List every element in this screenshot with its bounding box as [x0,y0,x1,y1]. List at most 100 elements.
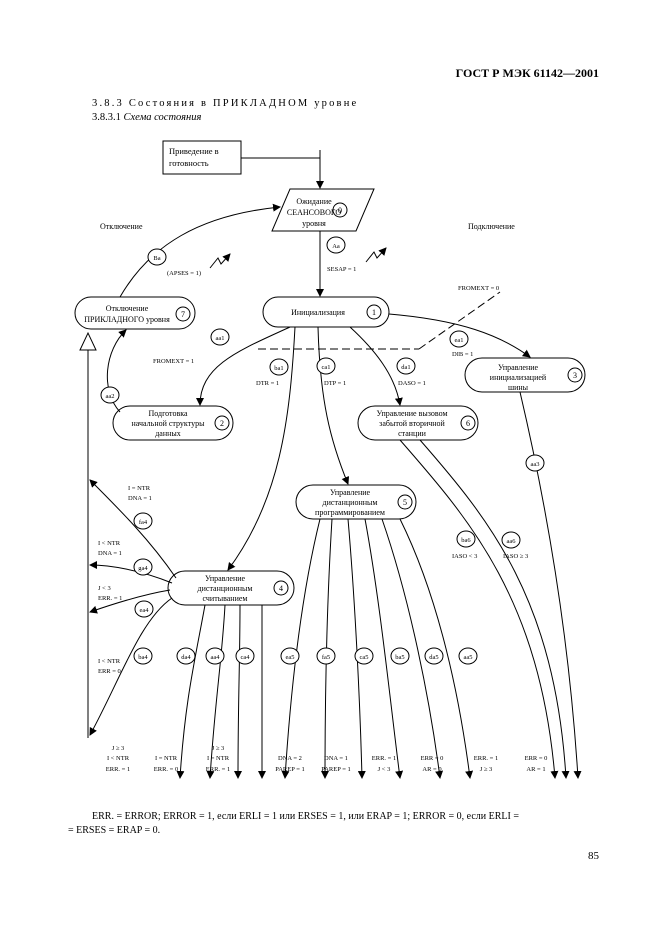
cond-sesap: SESAP = 1 [327,266,356,273]
bottom-cond-4-1: DNA = 2 [278,755,302,762]
transition-aa3-circle [525,454,545,472]
transition-da5: da5 [429,654,438,661]
state-0-num-circle [332,202,348,218]
start-box-line1: Приведение в [169,146,219,156]
bottom-cond-4-2: PAREP = 1 [275,766,305,773]
bottom-cond-8-1: ERR. = 1 [474,755,498,762]
state-4-label-1: Управление [205,574,246,583]
state-6-box [357,405,479,441]
state-2-label-1: Подготовка [148,409,188,418]
transition-ca4: ca4 [240,654,250,661]
bottom-cond-5-1: DNA = 1 [324,755,348,762]
bottom-cond-3-1: J ≥ 3 [212,745,225,752]
cond-iaso-lt: IASO < 3 [452,553,477,560]
connect-label: Подключение [468,222,515,231]
transition-ba5-circle [390,647,410,665]
transition-ga4: ga4 [138,565,148,572]
state-5-label-1: Управление [330,488,371,497]
state-5-box [295,484,417,520]
state-2-num-circle [214,415,230,431]
state-3-num-circle [567,367,583,383]
transition-aa2-circle [100,386,120,404]
bottom-cond-3-2: I = NTR [207,755,230,762]
bottom-cond-9-1: ERR = 0 [525,755,548,762]
transition-aa2: aa2 [105,393,114,400]
state-1-box [262,296,390,328]
transition-da1: da1 [401,364,410,371]
disconnect-label: Отключение [100,222,143,231]
state-0-box [271,188,375,232]
cond-daso: DASO = 1 [398,380,426,387]
state-2-label-3: данных [155,429,181,438]
bottom-cond-9-2: AR = 1 [526,766,545,773]
cond-fa4-2: DNA = 1 [128,495,152,502]
transition-aa3: aa3 [530,461,539,468]
cond-fromext0: FROMEXT = 0 [458,285,499,292]
state-1-num: 1 [372,308,376,317]
bottom-cond-7-1: ERR = 0 [421,755,444,762]
state-1-label-1: Инициализация [291,308,345,317]
state-4-label-3: считыванием [203,594,248,603]
state-3-label-1: Управление [498,363,539,372]
cond-dtr: DTR = 1 [256,380,279,387]
transition-ea4-circle [134,600,154,618]
transition-da5-circle [424,647,444,665]
bottom-cond-7-2: AR = 0 [422,766,441,773]
state-7-label-1: Отключение [106,304,149,313]
transition-ca5: ca5 [359,654,368,661]
state-6-num: 6 [466,419,470,428]
section-subtitle: 3.8.3.1 Схема состояния [92,112,201,123]
state-3-label-3: шины [508,383,529,392]
state-0-num: 0 [338,206,342,215]
state-0-label-2: СЕАНСОВОГО [287,208,341,217]
transition-aa1-circle [210,328,230,346]
footnote-line-1: ERR. = ERROR; ERROR = 1, если ERLI = 1 и… [92,811,519,822]
footnote-line-2: = ERSES = ERAP = 0. [68,825,161,836]
state-4-label-2: дистанционным [198,584,253,593]
bottom-cond-1-1: J ≥ 3 [112,745,125,752]
state-4-box [167,570,295,606]
state-2-label-2: начальной структуры [132,419,206,428]
state-5-label-3: программированием [315,508,385,517]
cond-ga4-2: DNA = 1 [98,550,122,557]
transition-da4: da4 [181,654,191,661]
bottom-cond-8-2: J ≥ 3 [480,766,493,773]
transition-ba4-circle [133,647,153,665]
transition-ea4: ea4 [139,607,149,614]
transition-da1-circle [396,357,416,375]
bottom-cond-6-2: J < 3 [378,766,391,773]
transition-fa5: fa5 [322,654,330,661]
state-7-num: 7 [181,310,185,319]
transition-aa4-circle [205,647,225,665]
subtitle-number: 3.8.3.1 [92,112,121,123]
transition-fa4: fa4 [139,519,148,526]
transition-ba6: ba6 [461,537,471,544]
transition-Aa: Aa [332,243,340,250]
bottom-cond-2-1: I = NTR [155,755,178,762]
transition-ba5: ba5 [395,654,404,661]
cond-dtp: DTP = 1 [324,380,346,387]
state-7-box [74,296,196,330]
transition-Ba: Ba [153,255,160,262]
state-3-num: 3 [573,371,577,380]
state-4-num-circle [273,580,289,596]
section-title: 3.8.3 Состояния в ПРИКЛАДНОМ уровне [92,98,359,109]
transition-fa4-circle [133,512,153,530]
cond-iaso-ge: IASO ≥ 3 [503,553,528,560]
cond-ba4-2: ERR = 0 [98,668,121,675]
state-6-label-2: забытой вторичной [379,419,445,428]
state-5-label-2: дистанционным [323,498,378,507]
cond-ga4-1: I < NTR [98,540,121,547]
transition-ba4: ba4 [138,654,148,661]
transition-ea1: ea1 [454,337,463,344]
transition-aa1: aa1 [215,335,224,342]
transition-ba1-circle [269,358,289,376]
cond-dib: DIB = 1 [452,351,473,358]
transition-ea1-circle [449,330,469,348]
state-3-label-2: инициализацией [490,373,547,382]
cond-apses: (APSES = 1) [167,270,201,277]
bottom-cond-5-2: PAREP = 1 [321,766,351,773]
transition-aa6: aa6 [506,538,516,545]
footnote: ERR. = ERROR; ERROR = 1, если ERLI = 1 и… [68,810,602,838]
transition-fa5-circle [316,647,336,665]
